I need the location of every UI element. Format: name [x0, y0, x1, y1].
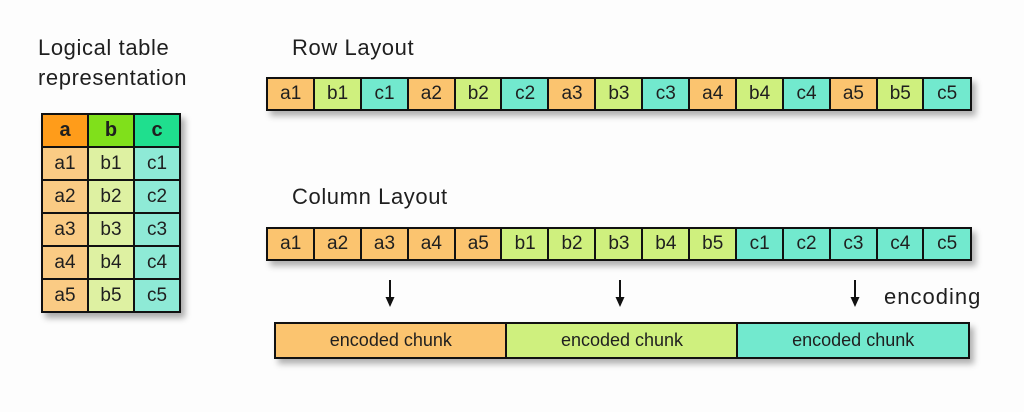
logical-table-cell-c3: c3 [133, 212, 181, 247]
logical-table-cell-c2: c2 [133, 179, 181, 214]
column-layout-cell-a1: a1 [266, 227, 316, 261]
logical-table-cell-b3: b3 [87, 212, 135, 247]
encoded-chunk-b: encoded chunk [505, 322, 739, 359]
logical-table-cell-c5: c5 [133, 278, 181, 313]
row-layout-cell-b5: b5 [875, 77, 925, 111]
encoded-chunk-c: encoded chunk [736, 322, 971, 359]
logical-table-cell-b5: b5 [87, 278, 135, 313]
row-layout-cell-a1: a1 [266, 77, 316, 111]
column-layout-cell-c4: c4 [875, 227, 925, 261]
row-layout-cell-a2: a2 [406, 77, 457, 111]
logical-table-cell-a2: a2 [41, 179, 89, 214]
logical-table-cell-c1: c1 [133, 146, 181, 181]
logical-table-header-b: b [87, 113, 135, 148]
column-layout-cell-a5: a5 [453, 227, 503, 261]
row-layout-cell-c3: c3 [641, 77, 691, 111]
logical-table-cell-b2: b2 [87, 179, 135, 214]
logical-table-cell-b4: b4 [87, 245, 135, 280]
column-layout-cell-b4: b4 [641, 227, 691, 261]
column-layout-cell-c1: c1 [734, 227, 785, 261]
logical-table-cell-a3: a3 [41, 212, 89, 247]
row-layout-cell-b1: b1 [312, 77, 363, 111]
logical-table-cell-c4: c4 [133, 245, 181, 280]
row-layout-cell-c4: c4 [781, 77, 832, 111]
row-layout-cell-a4: a4 [688, 77, 738, 111]
logical-table-title: Logical table representation [38, 35, 188, 90]
column-layout-cell-a2: a2 [312, 227, 363, 261]
row-layout-title: Row Layout [292, 35, 415, 60]
logical-table-header-c: c [133, 113, 181, 148]
row-layout-cell-b4: b4 [734, 77, 785, 111]
column-layout-title: Column Layout [292, 184, 448, 209]
logical-table-cell-a4: a4 [41, 245, 89, 280]
column-layout-cell-a4: a4 [406, 227, 457, 261]
row-layout-cell-c2: c2 [500, 77, 550, 111]
column-layout-cell-b5: b5 [688, 227, 738, 261]
row-layout-cell-a3: a3 [547, 77, 597, 111]
column-layout-cell-a3: a3 [359, 227, 410, 261]
logical-table-cell-a5: a5 [41, 278, 89, 313]
column-layout-cell-c2: c2 [781, 227, 832, 261]
logical-table-cell-b1: b1 [87, 146, 135, 181]
logical-table-header-a: a [41, 113, 89, 148]
encoded-chunk-a: encoded chunk [274, 322, 508, 359]
column-layout-cell-c5: c5 [922, 227, 972, 261]
down-arrow-icon [614, 279, 626, 307]
row-layout-cell-a5: a5 [828, 77, 879, 111]
column-layout-cell-b2: b2 [547, 227, 597, 261]
row-layout-cell-c5: c5 [922, 77, 972, 111]
row-layout-cell-b3: b3 [594, 77, 644, 111]
column-layout-cell-b1: b1 [500, 227, 550, 261]
row-layout-cell-b2: b2 [453, 77, 503, 111]
down-arrow-icon [849, 279, 861, 307]
column-layout-cell-c3: c3 [828, 227, 879, 261]
down-arrow-icon [384, 279, 396, 307]
row-layout-cell-c1: c1 [359, 77, 410, 111]
column-layout-cell-b3: b3 [594, 227, 644, 261]
encoding-label: encoding [884, 284, 982, 309]
logical-table-cell-a1: a1 [41, 146, 89, 181]
